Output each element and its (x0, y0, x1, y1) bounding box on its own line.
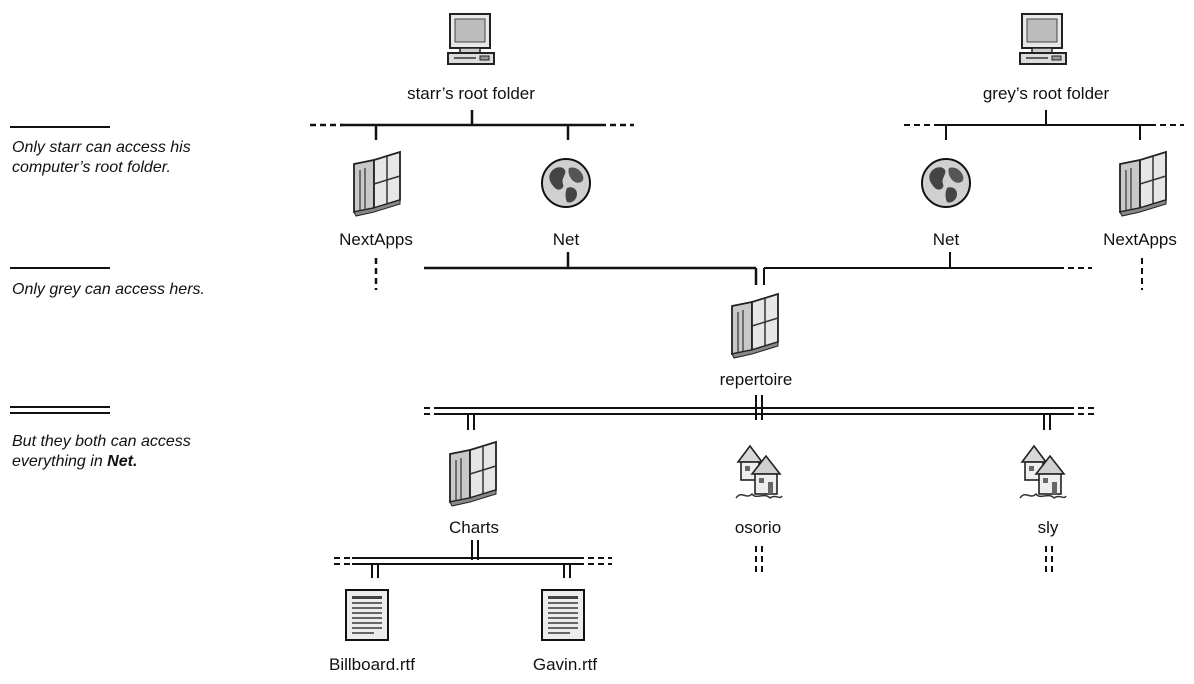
legend-grey-access: Only grey can access hers. (12, 280, 205, 300)
node-label-charts[interactable]: Charts (448, 518, 500, 537)
repertoire-folder-icon (731, 293, 779, 359)
legend-line-5: everything in Net. (12, 452, 191, 472)
node-label-starr-nextapps[interactable]: NextApps (339, 230, 413, 249)
net-dashed-ends (334, 407, 1094, 576)
node-label-grey-root[interactable]: grey’s root folder (982, 84, 1110, 103)
legend-line-1: Only starr can access his (12, 139, 191, 156)
billboard-document-icon (345, 589, 389, 641)
legend-shared-access: But they both can access everything in N… (12, 432, 191, 472)
node-label-osorio[interactable]: osorio (734, 518, 782, 537)
legend-line-2: computer’s root folder. (12, 159, 171, 176)
node-label-starr-net[interactable]: Net (552, 230, 580, 249)
node-label-billboard[interactable]: Billboard.rtf (329, 655, 415, 674)
legend-rule-shared (10, 406, 110, 414)
charts-folder-icon (449, 441, 497, 507)
gavin-document-icon (541, 589, 585, 641)
legend-line-3: Only grey can access hers. (12, 281, 205, 298)
sly-house-icon (1019, 445, 1067, 499)
grey-net-globe-icon (921, 158, 971, 208)
node-label-starr-root[interactable]: starr’s root folder (407, 84, 535, 103)
starr-net-globe-icon (541, 158, 591, 208)
legend-net-label: Net. (107, 453, 138, 470)
starr-nextapps-folder-icon (353, 151, 401, 217)
osorio-house-icon (735, 445, 783, 499)
node-label-gavin[interactable]: Gavin.rtf (532, 655, 598, 674)
node-label-grey-nextapps[interactable]: NextApps (1103, 230, 1177, 249)
node-label-sly[interactable]: sly (1037, 518, 1059, 537)
legend-line-4: But they both can access (12, 433, 191, 450)
grey-links (763, 110, 1150, 285)
starr-computer-icon (447, 13, 495, 65)
grey-nextapps-folder-icon (1119, 151, 1167, 217)
grey-dashed-ends (904, 124, 1184, 290)
starr-links (340, 110, 758, 285)
starr-dashed-ends (310, 123, 634, 290)
node-label-grey-net[interactable]: Net (932, 230, 960, 249)
legend-line-5-prefix: everything in (12, 453, 108, 470)
grey-computer-icon (1019, 13, 1067, 65)
node-label-repertoire[interactable]: repertoire (719, 370, 793, 389)
net-links (352, 395, 1070, 578)
legend-starr-access: Only starr can access his computer’s roo… (12, 138, 191, 178)
